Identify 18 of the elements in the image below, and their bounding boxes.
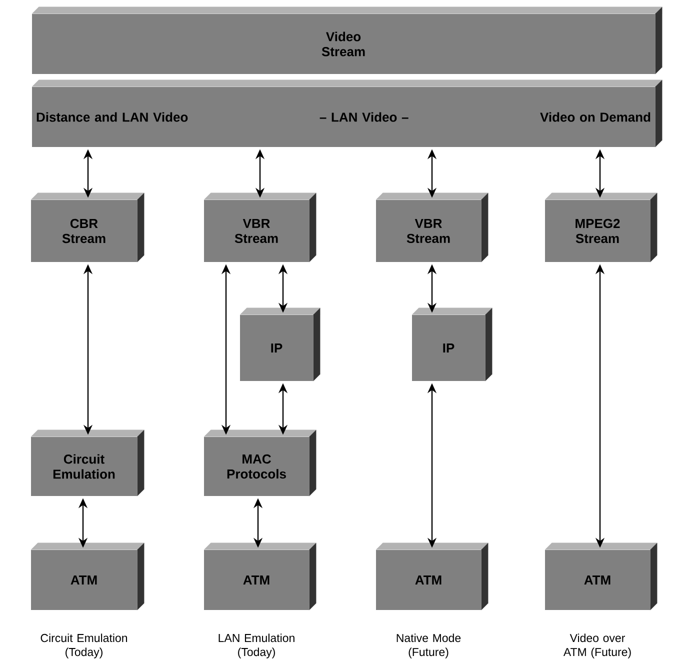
layer-band: Distance and LAN Video – LAN Video – Video on Demand <box>32 80 662 148</box>
layer-box: Circuit Emulation <box>30 430 144 496</box>
layer-box: ATM <box>204 542 316 610</box>
node-label: Native Mode (Future) <box>396 634 461 658</box>
node-label: Circuit Emulation (Today) <box>40 634 128 658</box>
layer-box: ATM <box>376 542 488 610</box>
node-label: Video over ATM (Future) <box>563 634 631 658</box>
layer-box: IP <box>412 308 492 382</box>
layer-box: MAC Protocols <box>204 430 316 496</box>
layer-box: ATM <box>30 542 144 610</box>
layer-box: ATM <box>544 542 658 610</box>
layer-band: Video Stream <box>32 6 662 74</box>
layer-box: VBR Stream <box>376 192 488 262</box>
node-label: LAN Emulation (Today) <box>218 634 294 658</box>
layer-box: VBR Stream <box>204 192 316 262</box>
layer-box: IP <box>240 308 320 382</box>
layer-box: MPEG2 Stream <box>544 192 658 262</box>
layer-box: CBR Stream <box>30 192 144 262</box>
